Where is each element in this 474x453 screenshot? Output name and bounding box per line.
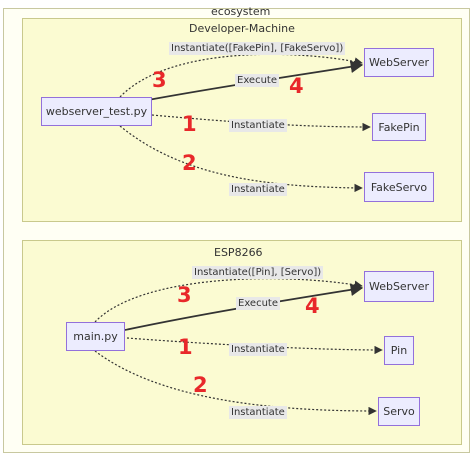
node-webserver-test-py: webserver_test.py	[41, 97, 152, 126]
esp-edge-instantiate-server	[94, 278, 363, 323]
label-dev-instantiate-server: Instantiate([FakePin], [FakeServo])	[169, 42, 346, 55]
node-fakeservo: FakeServo	[364, 172, 434, 202]
badge-esp-3: 3	[177, 283, 192, 307]
label-esp-instantiate-pin: Instantiate	[229, 343, 287, 356]
esp-edge-instantiate-servo	[94, 350, 377, 416]
badge-dev-3: 3	[152, 68, 167, 92]
badge-dev-4: 4	[289, 74, 304, 98]
ecosystem-cluster-title: ecosystem	[211, 5, 271, 18]
badge-esp-4: 4	[305, 294, 320, 318]
badge-dev-1: 1	[182, 112, 197, 136]
dev-edge-instantiate-server	[119, 53, 363, 98]
label-esp-instantiate-server: Instantiate([Pin], [Servo])	[192, 266, 324, 279]
badge-esp-1: 1	[178, 335, 193, 359]
developer-machine-title: Developer-Machine	[189, 22, 295, 35]
badge-dev-2: 2	[182, 151, 197, 175]
label-esp-execute: Execute	[236, 297, 280, 310]
node-esp-webserver: WebServer	[364, 271, 434, 302]
node-main-py: main.py	[66, 322, 125, 351]
label-dev-instantiate-servo: Instantiate	[229, 183, 287, 196]
node-pin: Pin	[384, 336, 414, 365]
esp8266-title: ESP8266	[214, 246, 263, 259]
node-dev-webserver: WebServer	[364, 48, 434, 77]
dev-edge-instantiate-servo	[119, 125, 363, 193]
badge-esp-2: 2	[193, 373, 208, 397]
label-dev-execute: Execute	[235, 74, 279, 87]
label-dev-instantiate-pin: Instantiate	[229, 119, 287, 132]
node-fakepin: FakePin	[372, 113, 426, 141]
node-servo: Servo	[378, 397, 420, 426]
label-esp-instantiate-servo: Instantiate	[229, 406, 287, 419]
